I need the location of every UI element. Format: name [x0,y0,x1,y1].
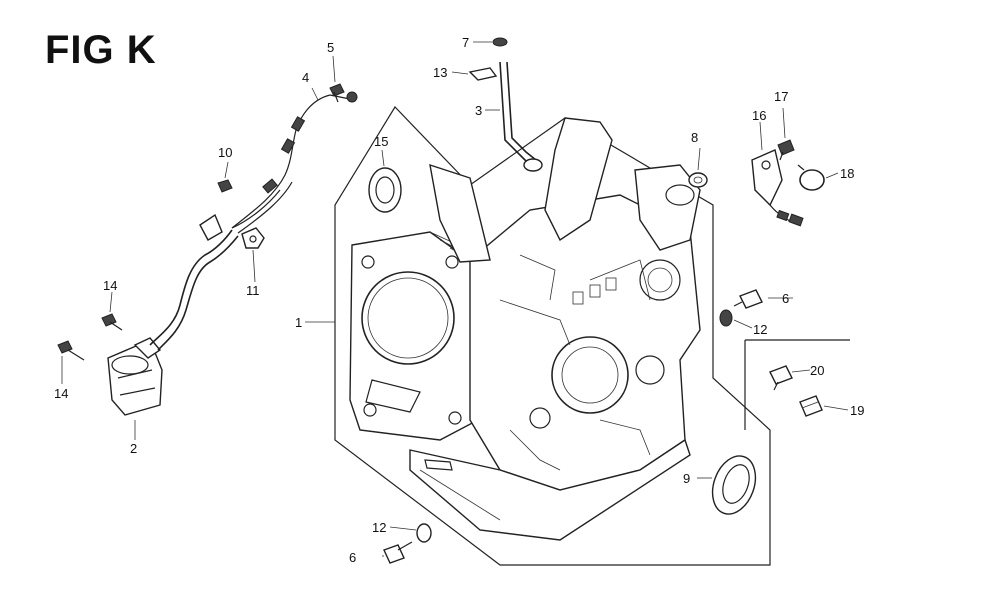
callout-18: 18 [840,166,854,181]
callout-5: 5 [327,40,334,55]
wire-terminal-a [280,138,296,154]
callout-12-right: 12 [753,322,767,337]
callout-14-lower: 14 [54,386,68,401]
nut-10 [217,179,233,193]
washer-7 [492,37,508,47]
callout-6-bottom: 6 [349,550,356,565]
bolt-6-right [733,289,763,309]
callout-8: 8 [691,130,698,145]
callout-7: 7 [462,35,469,50]
wire-terminal-b [290,116,306,132]
callout-17: 17 [774,89,788,104]
oil-seal-15 [368,167,402,213]
washer-12-right [719,309,733,327]
bolt-6-bottom [383,541,413,564]
callout-4: 4 [302,70,309,85]
callout-3: 3 [475,103,482,118]
ignition-coil [107,337,163,416]
callout-13: 13 [433,65,447,80]
lead-clamp [199,213,223,241]
crankcase-block [349,117,701,541]
bolt-14-upper [101,313,123,331]
callout-14-upper: 14 [103,278,117,293]
stop-switch-wire-b [231,189,281,229]
drain-bolt-20 [769,365,793,391]
callout-2: 2 [130,441,137,456]
callout-12-bottom: 12 [372,520,386,535]
high-tension-lead [149,229,233,346]
oil-seal-9 [711,455,757,515]
figure-title: FIG K [45,28,157,72]
breather-tube [499,61,543,172]
callout-16: 16 [752,108,766,123]
callout-19: 19 [850,403,864,418]
wire-terminal-c [262,178,278,194]
collar-11 [241,227,265,249]
bolt-with-washer [346,91,358,103]
callout-20: 20 [810,363,824,378]
callout-11: 11 [246,283,260,298]
washer-12-bottom [416,523,432,543]
oil-level-switch [751,149,804,227]
callout-10: 10 [218,145,232,160]
stop-switch-wire [231,94,331,229]
clamp-18 [797,164,825,191]
callout-15: 15 [374,134,388,149]
bolt-14-lower [57,340,85,361]
grommet-8 [688,172,708,188]
bolt-5 [329,83,345,103]
bolt-17 [777,139,795,161]
callout-6-right: 6 [782,291,789,306]
tube-clip [468,67,498,81]
leader-lines [61,41,849,557]
stop-switch-wire-branch [237,181,293,234]
assembly-bracket-outline [334,106,771,566]
callout-1: 1 [295,315,302,330]
callout-9: 9 [683,471,690,486]
drain-plug-19 [799,395,823,417]
high-tension-lead-outer [157,235,239,351]
